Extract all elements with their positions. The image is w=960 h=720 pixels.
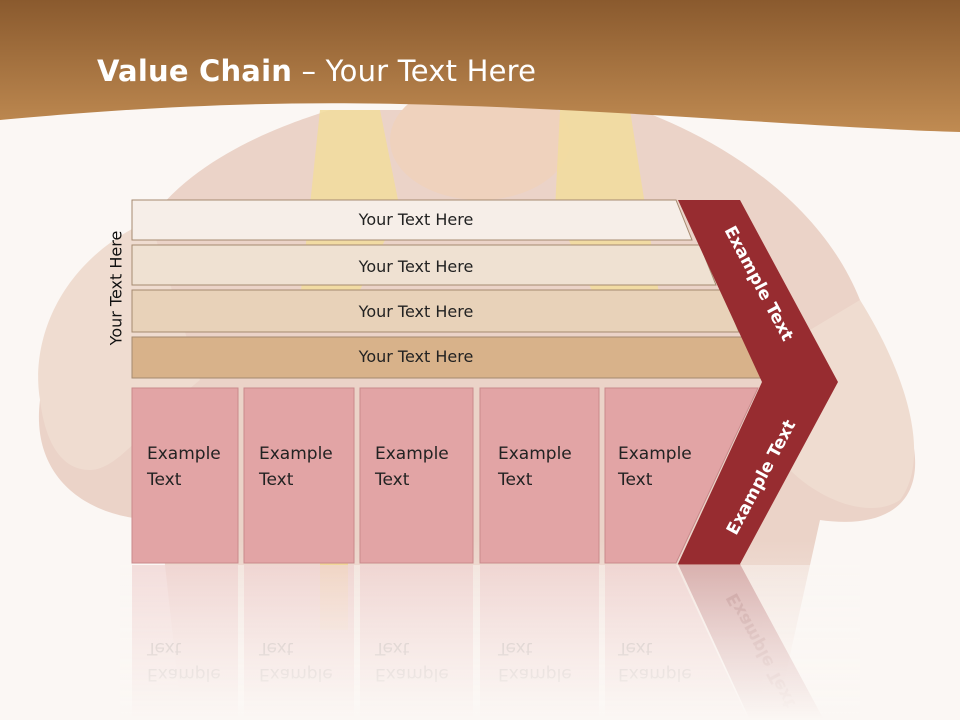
primary-box: Example Text: [131, 387, 239, 564]
support-bar-label: Your Text Here: [358, 347, 474, 366]
primary-box-label: Text: [374, 470, 410, 490]
primary-box: Example Text: [479, 387, 600, 564]
support-bar: Your Text Here: [131, 199, 693, 241]
primary-box-label: Text: [258, 470, 294, 490]
primary-box: Example Text: [604, 387, 759, 564]
primary-box: Example Text: [359, 387, 474, 564]
primary-box-label: Example: [259, 444, 333, 464]
support-bar-label: Your Text Here: [358, 210, 474, 229]
primary-box-label: Text: [497, 470, 533, 490]
support-bar: Your Text Here: [131, 244, 717, 286]
header-band: [0, 0, 960, 132]
support-bar: Your Text Here: [131, 336, 764, 379]
page-title: Value Chain – Your Text Here: [97, 54, 537, 88]
primary-box-label: Text: [146, 470, 182, 490]
primary-box-label: Example: [498, 444, 572, 464]
support-bar-label: Your Text Here: [358, 302, 474, 321]
primary-box-label: Example: [618, 444, 692, 464]
support-bar: Your Text Here: [131, 289, 740, 333]
primary-box: Example Text: [243, 387, 355, 564]
primary-box-label: Example: [375, 444, 449, 464]
primary-box-label: Example: [147, 444, 221, 464]
primary-box-label: Text: [617, 470, 653, 490]
margin-arrow: [678, 200, 838, 564]
support-bar-label: Your Text Here: [358, 257, 474, 276]
